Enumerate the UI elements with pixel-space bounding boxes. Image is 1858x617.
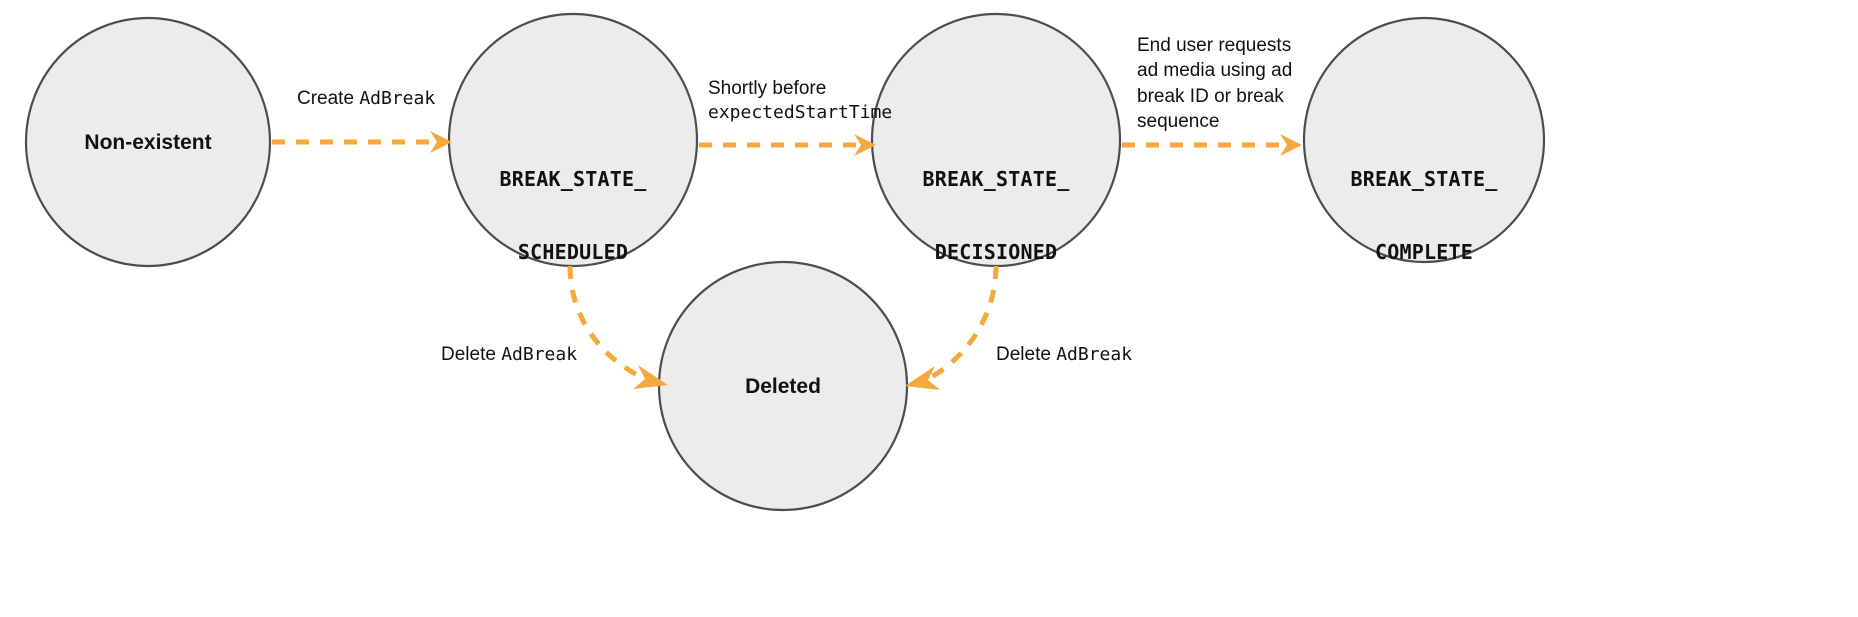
- edge-end-user-requests-ad-media: [1122, 134, 1302, 156]
- edge-label-line: ad media using ad: [1137, 60, 1293, 82]
- edge-label-line: Delete AdBreak: [441, 344, 578, 365]
- node-deleted[interactable]: [657, 260, 909, 512]
- node-non-existent[interactable]: [24, 16, 272, 268]
- edge-label-line: Create AdBreak: [297, 88, 436, 109]
- edge-label-line: Shortly before: [708, 78, 827, 99]
- node-break-state-complete[interactable]: [1302, 16, 1546, 264]
- edge-label-line: expectedStartTime: [708, 102, 893, 124]
- edge-label-delete-adbreak-from-decisioned: Delete AdBreak: [996, 342, 1132, 367]
- node-break-state-scheduled[interactable]: [447, 12, 699, 268]
- edge-label-line: sequence: [1137, 110, 1220, 132]
- edge-label-line: break ID or break: [1137, 85, 1284, 107]
- edge-delete-adbreak-from-scheduled: [567, 265, 668, 389]
- edge-label-line: Delete AdBreak: [996, 344, 1133, 365]
- edge-delete-adbreak-from-decisioned: [905, 265, 999, 390]
- edge-create-adbreak: [272, 131, 452, 153]
- edge-label-line: End user requests: [1137, 35, 1292, 56]
- edge-label-shortly-before-expectedstarttime: Shortly before expectedStartTime: [708, 76, 892, 125]
- edge-label-create-adbreak: Create AdBreak: [297, 86, 435, 111]
- edge-label-end-user-requests-ad-media: End user requests ad media using ad brea…: [1137, 33, 1292, 134]
- node-break-state-decisioned[interactable]: [870, 12, 1122, 268]
- edge-shortly-before-expectedstarttime: [699, 134, 876, 156]
- edge-label-delete-adbreak-from-scheduled: Delete AdBreak: [441, 342, 577, 367]
